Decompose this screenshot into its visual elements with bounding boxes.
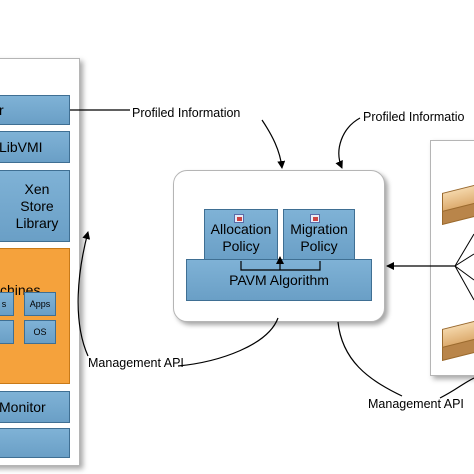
allocation-policy-label: Allocation Policy — [210, 221, 272, 254]
fan-line — [454, 265, 474, 281]
vm-right-os-label: OS — [33, 327, 47, 337]
management-api-arrow-right — [439, 377, 474, 399]
fan-line — [454, 265, 474, 301]
monitor-label: Monitor — [0, 398, 46, 415]
vm-left-os — [0, 320, 14, 344]
vm-left-apps: s — [0, 292, 14, 316]
window-icon — [234, 214, 244, 223]
management-api-curve-left — [177, 317, 279, 367]
fan-line — [454, 233, 474, 267]
monitor-box: Monitor — [0, 391, 70, 423]
allocation-policy-box: Allocation Policy — [204, 209, 278, 261]
vm-right-apps-label: Apps — [29, 299, 51, 309]
migration-policy-label: Migration Policy — [290, 221, 348, 254]
top-box-label: r — [0, 101, 4, 118]
management-api-left-label: Management API — [88, 356, 184, 370]
xenstore-library-box: Xen Store Library — [0, 170, 70, 242]
profiled-info-arrow-left — [261, 119, 286, 169]
top-box: r — [0, 95, 70, 125]
management-api-right-label: Management API — [368, 397, 464, 411]
virtual-machines-box — [0, 248, 70, 384]
libvmi-label: LibVMI — [0, 138, 43, 155]
fan-line — [454, 253, 474, 267]
bottom-box — [0, 428, 70, 458]
profiled-information-left-label: Profiled Information — [132, 106, 241, 120]
management-api-curve-right — [337, 321, 403, 397]
profiled-info-arrow-right — [335, 117, 361, 169]
management-api-arrow-left — [77, 231, 91, 357]
vm-right-apps: Apps — [24, 292, 56, 316]
pavm-algorithm-box: PAVM Algorithm — [186, 259, 372, 301]
vm-left-apps-label: s — [1, 299, 7, 309]
pavm-algorithm-label: PAVM Algorithm — [229, 271, 329, 288]
profiled-information-right-label: Profiled Informatio — [363, 110, 465, 124]
window-icon — [310, 214, 320, 223]
xenstore-library-label: Xen Store Library — [15, 180, 59, 231]
vm-right-os: OS — [24, 320, 56, 344]
libvmi-box: LibVMI — [0, 131, 70, 163]
